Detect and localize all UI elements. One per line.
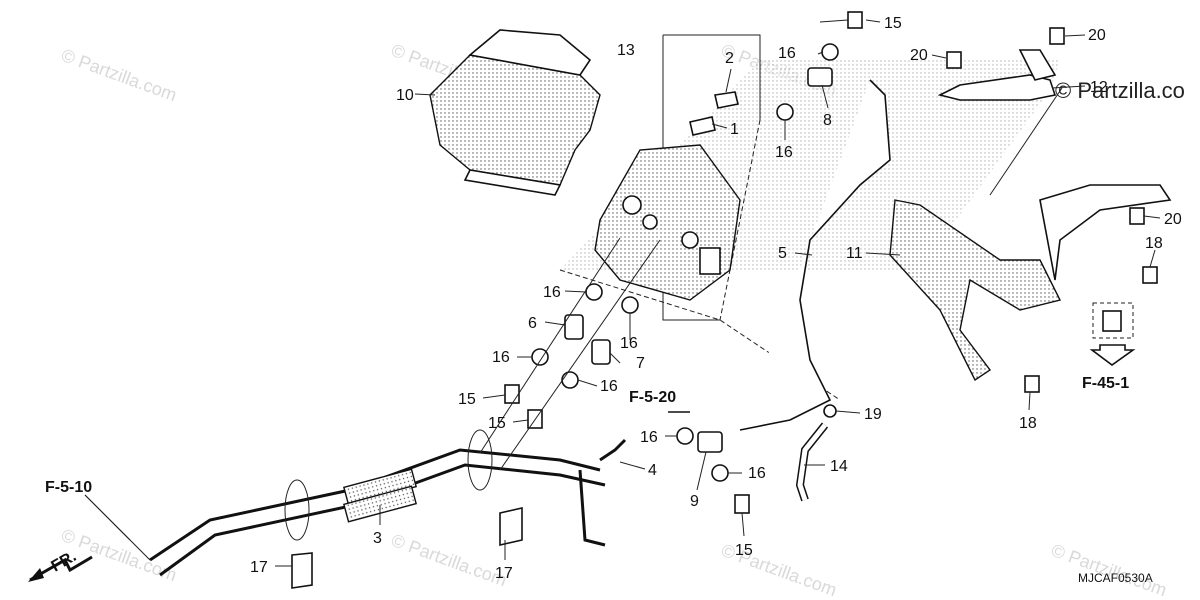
ref-f-5-10: F-5-10 xyxy=(45,479,92,496)
callout-2: 2 xyxy=(725,50,734,67)
part-8-joint xyxy=(807,67,833,87)
callout-16: 16 xyxy=(600,378,618,395)
front-arrow-icon xyxy=(28,555,93,582)
diagram-code: MJCAF0530A xyxy=(1078,571,1153,585)
callout-16: 16 xyxy=(492,349,510,366)
callout-16: 16 xyxy=(778,45,796,62)
callouts: 1 2 3 4 5 6 7 8 9 10 11 12 13 14 15 15 1… xyxy=(250,15,1182,582)
callout-11: 11 xyxy=(846,245,863,262)
callout-18: 18 xyxy=(1145,235,1163,252)
part-6-joint xyxy=(564,314,584,340)
callout-7: 7 xyxy=(636,355,645,372)
callout-15: 15 xyxy=(884,15,902,32)
part-5-pipe xyxy=(739,79,891,431)
callout-3: 3 xyxy=(373,530,382,547)
callout-10: 10 xyxy=(396,87,414,104)
callout-15: 15 xyxy=(488,415,506,432)
part-9-joint xyxy=(697,431,723,453)
ref-f-45-1: F-45-1 xyxy=(1082,375,1129,392)
callout-20: 20 xyxy=(1088,27,1106,44)
callout-18: 18 xyxy=(1019,415,1037,432)
watermark: © Partzilla.com xyxy=(59,45,180,105)
watermark: © Partzilla.com xyxy=(1049,540,1170,600)
part-3-pipes xyxy=(149,429,627,577)
callout-20: 20 xyxy=(910,47,928,64)
watermark: © Partzilla.com xyxy=(59,525,180,585)
part-19-clip xyxy=(823,404,837,418)
callout-4: 4 xyxy=(648,462,657,479)
callout-19: 19 xyxy=(864,406,882,423)
callout-9: 9 xyxy=(690,493,699,510)
front-label: FR. xyxy=(49,548,80,576)
callout-6: 6 xyxy=(528,315,537,332)
clamps xyxy=(291,506,523,589)
callout-14: 14 xyxy=(830,458,848,475)
bolts xyxy=(504,11,1158,514)
ref-f-5-20: F-5-20 xyxy=(629,389,676,406)
callout-17: 17 xyxy=(250,559,268,576)
part-1-bleeder xyxy=(689,116,716,136)
callout-16: 16 xyxy=(640,429,658,446)
callout-16: 16 xyxy=(543,284,561,301)
callout-16: 16 xyxy=(748,465,766,482)
callout-17: 17 xyxy=(495,565,513,582)
callout-16: 16 xyxy=(620,335,638,352)
brand-watermark: © Partzilla.co xyxy=(1055,78,1185,103)
watermark: © Partzilla.com xyxy=(389,530,510,590)
part-2-valve xyxy=(714,91,739,109)
leader-lines xyxy=(84,19,1161,567)
abs-modulator xyxy=(594,144,741,301)
callout-13: 13 xyxy=(617,42,635,59)
callout-15: 15 xyxy=(458,391,476,408)
callout-5: 5 xyxy=(778,245,787,262)
part-14-hose xyxy=(795,422,829,502)
callout-15: 15 xyxy=(735,542,753,559)
callout-16: 16 xyxy=(775,144,793,161)
callout-20: 20 xyxy=(1164,211,1182,228)
callout-1: 1 xyxy=(730,121,739,138)
assembly-13-bracket xyxy=(559,34,841,401)
part-7-joint xyxy=(591,339,611,365)
f-45-1-item xyxy=(1089,302,1136,366)
callout-12: 12 xyxy=(1090,79,1108,96)
part-11-bracket xyxy=(889,184,1172,382)
callout-8: 8 xyxy=(823,112,832,129)
part-10-cover xyxy=(429,29,601,196)
part-12-bracket xyxy=(937,49,1057,101)
